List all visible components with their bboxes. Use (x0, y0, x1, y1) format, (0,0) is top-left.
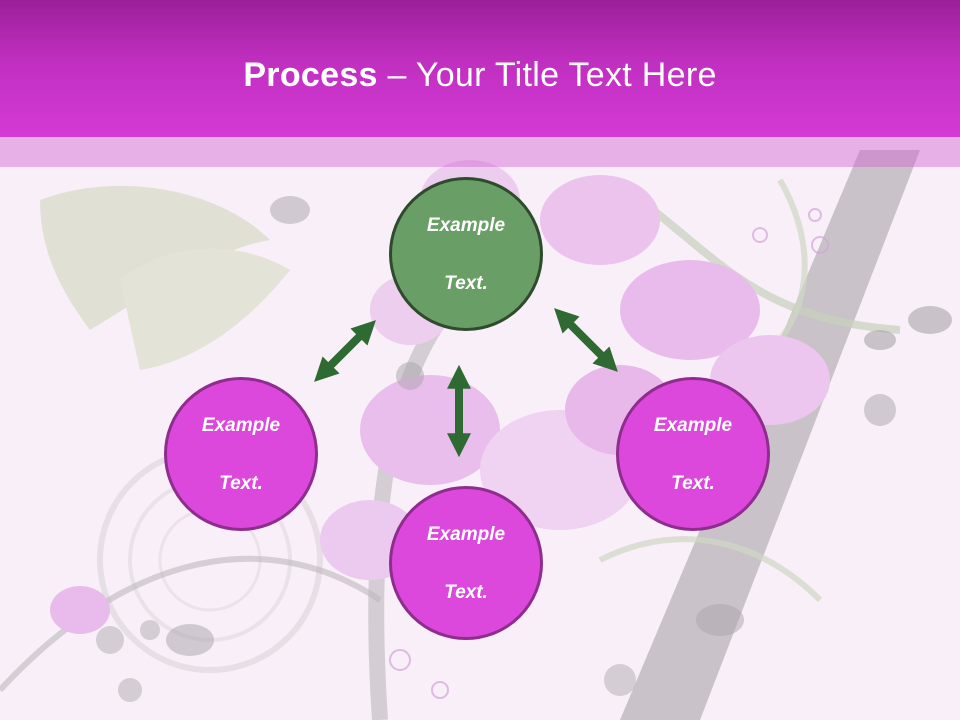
node-top-line1: Example (426, 214, 506, 236)
title-bold: Process (243, 56, 378, 94)
title-bar (0, 0, 960, 137)
node-right-line1: Example (653, 414, 733, 436)
node-bottom-line1: Example (426, 523, 506, 545)
slide-title: Process – Your Title Text Here (0, 52, 960, 98)
title-band (0, 137, 960, 167)
node-left-line1: Example (201, 414, 281, 436)
title-separator: – (377, 56, 416, 94)
title-rest: Your Title Text Here (415, 56, 717, 94)
arrow-top-left (314, 320, 376, 382)
arrow-top-right (554, 308, 618, 372)
node-right-line2: Text. (671, 472, 715, 494)
node-bottom-line2: Text. (444, 581, 488, 603)
node-top-line2: Text. (444, 272, 488, 294)
node-left-line2: Text. (219, 472, 263, 494)
